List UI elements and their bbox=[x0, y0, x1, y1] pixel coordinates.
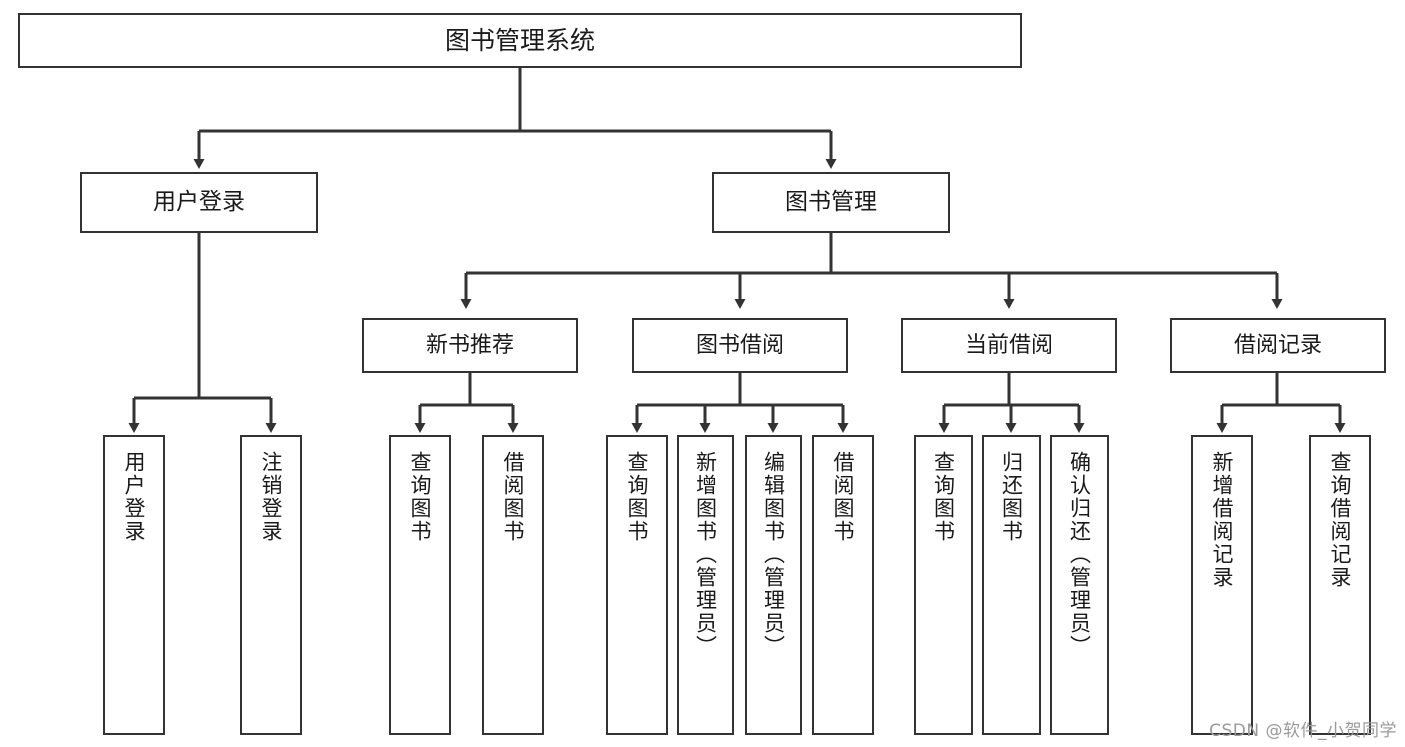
leaf-borrow-book-recommend[interactable]: 借阅图书 bbox=[482, 435, 544, 735]
leaf-query-book-recommend[interactable]: 查询图书 bbox=[389, 435, 451, 735]
watermark-text: CSDN @软件_小贺同学 bbox=[1209, 721, 1397, 741]
leaf-add-borrow-record[interactable]: 新增借阅记录 bbox=[1191, 435, 1253, 735]
leaf-query-borrow-record[interactable]: 查询借阅记录 bbox=[1309, 435, 1371, 735]
leaf-borrow-book[interactable]: 借阅图书 bbox=[812, 435, 874, 735]
leaf-confirm-return-admin[interactable]: 确认归还（管理员） bbox=[1050, 435, 1109, 735]
node-label: 图书借阅 bbox=[695, 332, 784, 358]
node-label: 借阅图书 bbox=[501, 451, 526, 543]
node-borrow-record[interactable]: 借阅记录 bbox=[1170, 318, 1386, 373]
node-label: 图书管理系统 bbox=[444, 25, 595, 55]
node-label: 确认归还（管理员） bbox=[1067, 451, 1092, 658]
leaf-query-book-borrow[interactable]: 查询图书 bbox=[606, 435, 668, 735]
node-user-login[interactable]: 用户登录 bbox=[80, 172, 318, 233]
node-current-borrow[interactable]: 当前借阅 bbox=[901, 318, 1117, 373]
node-root-system[interactable]: 图书管理系统 bbox=[18, 13, 1022, 68]
node-label: 借阅记录 bbox=[1233, 332, 1322, 358]
node-label: 查询借阅记录 bbox=[1328, 451, 1353, 589]
node-label: 新增图书（管理员） bbox=[693, 451, 718, 658]
node-label: 新书推荐 bbox=[425, 332, 514, 358]
node-label: 查询图书 bbox=[625, 451, 650, 543]
node-label: 查询图书 bbox=[408, 451, 433, 543]
leaf-return-book[interactable]: 归还图书 bbox=[982, 435, 1041, 735]
node-label: 借阅图书 bbox=[831, 451, 856, 543]
node-label: 归还图书 bbox=[999, 451, 1024, 543]
node-label: 注销登录 bbox=[259, 451, 284, 543]
node-label: 新增借阅记录 bbox=[1210, 451, 1235, 589]
leaf-query-book-current[interactable]: 查询图书 bbox=[914, 435, 973, 735]
leaf-edit-book-admin[interactable]: 编辑图书（管理员） bbox=[745, 435, 802, 735]
node-label: 用户登录 bbox=[122, 451, 147, 543]
node-label: 当前借阅 bbox=[964, 332, 1053, 358]
leaf-logout-login[interactable]: 注销登录 bbox=[240, 435, 302, 735]
node-book-management[interactable]: 图书管理 bbox=[712, 172, 950, 233]
node-label: 查询图书 bbox=[931, 451, 956, 543]
node-new-book-recommend[interactable]: 新书推荐 bbox=[362, 318, 578, 373]
node-label: 用户登录 bbox=[153, 188, 245, 215]
node-book-borrow[interactable]: 图书借阅 bbox=[632, 318, 848, 373]
leaf-add-book-admin[interactable]: 新增图书（管理员） bbox=[677, 435, 734, 735]
node-label: 编辑图书（管理员） bbox=[761, 451, 786, 658]
leaf-user-login[interactable]: 用户登录 bbox=[103, 435, 165, 735]
node-label: 图书管理 bbox=[785, 188, 877, 215]
